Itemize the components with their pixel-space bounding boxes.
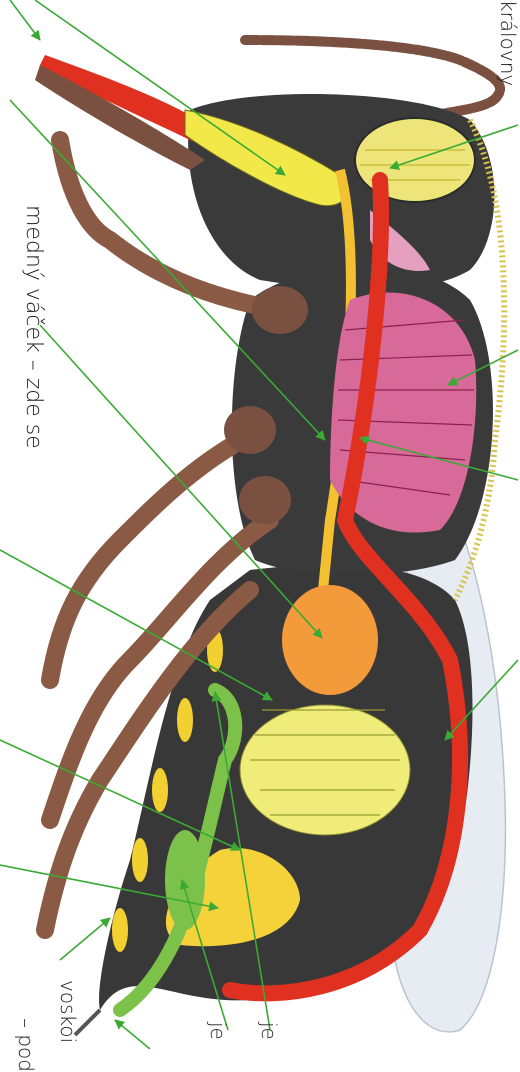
label-je-b: je [257, 1022, 281, 1040]
bee-anatomy-diagram [0, 0, 520, 1049]
label-pod: – pod [14, 1018, 38, 1072]
label-kralovny: královny [496, 0, 520, 86]
honey-crop [282, 585, 378, 695]
label-je-a: je [206, 1022, 230, 1040]
label-voskove: voskoi [56, 980, 80, 1043]
spermatheca [165, 830, 205, 930]
label-medny-vacek: medný váček – zde se [21, 205, 46, 449]
